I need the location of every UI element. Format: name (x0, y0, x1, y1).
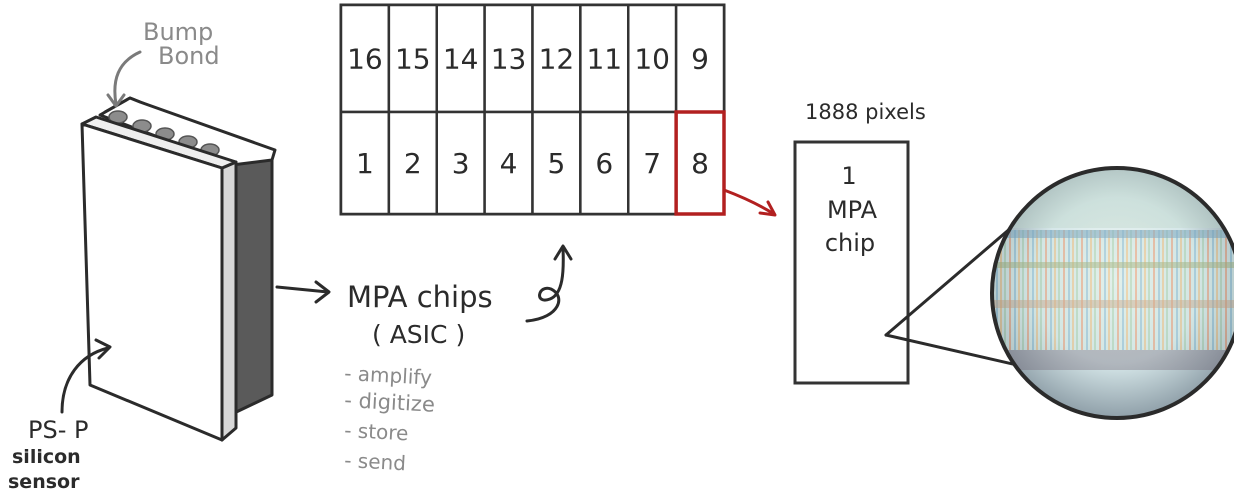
mpa-chips-label: MPA chips (347, 280, 493, 314)
chip-cell-2 (387, 110, 438, 216)
chip-cell-15 (387, 3, 438, 114)
chip-cell-6 (579, 110, 630, 216)
pixels-label: 1888 pixels (805, 100, 926, 124)
sensor-back-top (98, 96, 277, 167)
chip-number-2: 2 (404, 147, 422, 180)
zoom-arrow (722, 188, 777, 217)
sensor-label-line2: silicon (12, 446, 81, 468)
bump-bond-annotation: Bump Bond (106, 18, 220, 108)
chip-number-11: 11 (586, 43, 622, 76)
sensor-annotation: PS- P silicon sensor (8, 338, 112, 493)
chip-cell-9 (674, 3, 726, 114)
sensor-front-plate (80, 122, 224, 442)
chip-number-5: 5 (548, 147, 566, 180)
chip-cell-4 (483, 110, 534, 216)
chip-number-12: 12 (539, 43, 575, 76)
chip-highlight (674, 110, 726, 216)
chip-number-13: 13 (491, 43, 527, 76)
chip-cell-3 (435, 110, 486, 216)
mpa-chips-annotation: MPA chips ( ASIC ) - amplify - digitize … (344, 244, 573, 475)
bump-bond-arrow (113, 50, 142, 106)
function-store: - store (344, 418, 409, 445)
single-chip-box (793, 140, 910, 385)
chip-label-line3: chip (825, 229, 875, 257)
chip-number-3: 3 (452, 147, 470, 180)
chip-number-7: 7 (643, 147, 661, 180)
asic-label: ( ASIC ) (372, 320, 465, 349)
micrograph-lens (990, 166, 1234, 420)
chip-number-6: 6 (595, 147, 613, 180)
sensor-module (80, 96, 277, 442)
sensor-label-line3: sensor (8, 471, 80, 493)
chip-cell-16 (339, 3, 391, 114)
chip-number-8: 8 (691, 147, 709, 180)
chip-cell-5 (531, 110, 582, 216)
sensor-front-side (220, 160, 238, 442)
bump-bond-label-line1: Bump (143, 18, 213, 46)
chip-number-16: 16 (347, 43, 383, 76)
sensor-to-chips-arrow (275, 280, 331, 304)
sensor-label-line1: PS- P (28, 416, 88, 444)
sensor-arrow (60, 346, 110, 414)
chip-number-15: 15 (395, 43, 431, 76)
chip-label-line2: MPA (827, 196, 878, 224)
function-send: - send (344, 448, 407, 475)
chip-number-1: 1 (356, 147, 374, 180)
bump-bond-label-line2: Bond (158, 42, 220, 70)
single-chip: 1888 pixels 1 MPA chip (793, 100, 926, 385)
chip-label-line1: 1 (841, 162, 856, 190)
chip-number-9: 9 (691, 43, 709, 76)
function-digitize: - digitize (344, 388, 436, 417)
chip-cell-1 (339, 110, 391, 216)
chip-number-14: 14 (443, 43, 479, 76)
chip-number-10: 10 (634, 43, 670, 76)
zoom-cone (884, 225, 1032, 370)
chip-number-4: 4 (500, 147, 518, 180)
function-amplify: - amplify (344, 361, 433, 390)
